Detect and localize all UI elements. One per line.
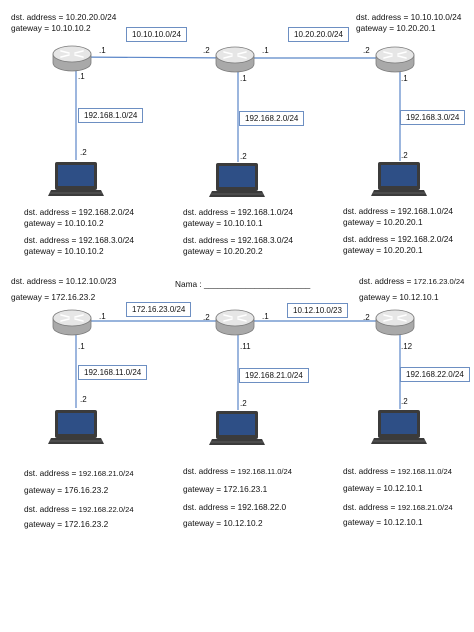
lan-label-3: 192.168.3.0/24 bbox=[400, 110, 466, 125]
router-b-3 bbox=[375, 309, 415, 336]
pc2-route-1-dst: dst. address = 192.168.1.0/24 bbox=[183, 207, 294, 217]
pc2b-route-2-gateway: gateway = 10.12.10.2 bbox=[183, 518, 263, 528]
pc1b-route-1-gateway: gateway = 176.16.23.2 bbox=[24, 485, 109, 495]
port-pc2b: .2 bbox=[240, 399, 247, 408]
laptop-pc1b bbox=[48, 410, 104, 444]
pc1b-route-1-dst: dst. address = 192.168.21.0/24 bbox=[24, 468, 134, 478]
port-r2b-down: .11 bbox=[240, 342, 251, 351]
laptop-pc3 bbox=[371, 162, 427, 196]
port-r1-right: .1 bbox=[99, 46, 106, 55]
router-b-2 bbox=[215, 309, 255, 336]
pc1b-route-2-dst: dst. address = 192.168.22.0/24 bbox=[24, 504, 134, 514]
port-r3-left: .2 bbox=[363, 46, 370, 55]
pc2b-route-1-dst: dst. address = 192.168.11.0/24 bbox=[183, 466, 292, 476]
port-r3b-left: .2 bbox=[363, 313, 370, 322]
port-r2-down: .1 bbox=[240, 74, 247, 83]
pc3-route-1-dst: dst. address = 192.168.1.0/24 bbox=[343, 206, 454, 216]
pc1b-route-2-gateway: gateway = 172.16.23.2 bbox=[24, 519, 109, 529]
port-pc3: .2 bbox=[401, 151, 408, 160]
port-pc2: .2 bbox=[240, 152, 247, 161]
r1b-route-dst: dst. address = 10.12.10.0/23 bbox=[11, 276, 117, 286]
pc2-route-1-gateway: gateway = 10.10.10.1 bbox=[183, 218, 263, 228]
r1-route-dst: dst. address = 10.20.20.0/24 bbox=[11, 12, 117, 22]
pc2b-route-2-dst: dst. address = 192.168.22.0 bbox=[183, 502, 287, 512]
link-r1-r2 bbox=[71, 56, 236, 59]
pc1-route-1-gateway: gateway = 10.10.10.2 bbox=[24, 218, 104, 228]
pc3-route-1-gateway: gateway = 10.20.20.1 bbox=[343, 217, 423, 227]
laptop-pc3b bbox=[371, 410, 427, 444]
pc3b-route-2-dst: dst. address = 192.168.21.0/24 bbox=[343, 502, 453, 512]
pc2-route-2-gateway: gateway = 10.20.20.2 bbox=[183, 246, 263, 256]
lan-label-2: 192.168.2.0/24 bbox=[239, 111, 305, 126]
port-r1b-right: .1 bbox=[99, 312, 106, 321]
pc3-route-2-gateway: gateway = 10.20.20.1 bbox=[343, 245, 423, 255]
router-2 bbox=[215, 46, 255, 73]
port-pc1b: .2 bbox=[80, 395, 87, 404]
lan-label-1: 192.168.1.0/24 bbox=[78, 108, 144, 123]
port-r3b-down: .12 bbox=[401, 342, 413, 351]
r1-route-gateway: gateway = 10.10.10.2 bbox=[11, 23, 91, 33]
laptop-pc2 bbox=[209, 163, 265, 197]
laptop-pc1 bbox=[48, 162, 104, 196]
link-label-r2b-r3b: 10.12.10.0/23 bbox=[287, 303, 348, 318]
port-r3-down: .1 bbox=[401, 74, 408, 83]
pc1-route-2-gateway: gateway = 10.10.10.2 bbox=[24, 246, 104, 256]
pc2b-route-1-gateway: gateway = 172.16.23.1 bbox=[183, 484, 268, 494]
port-pc1: .2 bbox=[80, 148, 87, 157]
link-label-r1b-r2b: 172.16.23.0/24 bbox=[126, 302, 192, 317]
port-r2-right: .1 bbox=[262, 46, 269, 55]
pc2-route-2-dst: dst. address = 192.168.3.0/24 bbox=[183, 235, 294, 245]
r3b-route-gateway: gateway = 10.12.10.1 bbox=[359, 292, 439, 302]
nama-field[interactable]: Nama : _______________________ bbox=[175, 279, 311, 289]
r3-route-gateway: gateway = 10.20.20.1 bbox=[356, 23, 436, 33]
pc3b-route-1-gateway: gateway = 10.12.10.1 bbox=[343, 483, 423, 493]
r1b-route-gateway: gateway = 172.16.23.2 bbox=[11, 292, 96, 302]
port-pc3b: .2 bbox=[401, 397, 408, 406]
pc3b-route-1-dst: dst. address = 192.168.11.0/24 bbox=[343, 466, 452, 476]
r3b-route-dst: dst. address = 172.16.23.0/24 bbox=[359, 276, 465, 286]
link-label-r1-r2: 10.10.10.0/24 bbox=[126, 27, 187, 42]
port-r1-down: .1 bbox=[78, 72, 85, 81]
pc3-route-2-dst: dst. address = 192.168.2.0/24 bbox=[343, 234, 454, 244]
laptop-pc2b bbox=[209, 411, 265, 445]
lan-label-21: 192.168.21.0/24 bbox=[239, 368, 309, 383]
pc1-route-1-dst: dst. address = 192.168.2.0/24 bbox=[24, 207, 135, 217]
router-1 bbox=[52, 45, 92, 72]
port-r2b-right: .1 bbox=[262, 312, 269, 321]
port-r2b-left: .2 bbox=[203, 313, 210, 322]
router-b-1 bbox=[52, 309, 92, 336]
port-r2-left: .2 bbox=[203, 46, 210, 55]
lan-label-22: 192.168.22.0/24 bbox=[400, 367, 470, 382]
link-label-r2-r3: 10.20.20.0/24 bbox=[288, 27, 349, 42]
lan-label-11: 192.168.11.0/24 bbox=[78, 365, 148, 380]
pc3b-route-2-gateway: gateway = 10.12.10.1 bbox=[343, 517, 423, 527]
port-r1b-down: .1 bbox=[78, 342, 85, 351]
r3-route-dst: dst. address = 10.10.10.0/24 bbox=[356, 12, 462, 22]
router-3 bbox=[375, 46, 415, 73]
pc1-route-2-dst: dst. address = 192.168.3.0/24 bbox=[24, 235, 135, 245]
